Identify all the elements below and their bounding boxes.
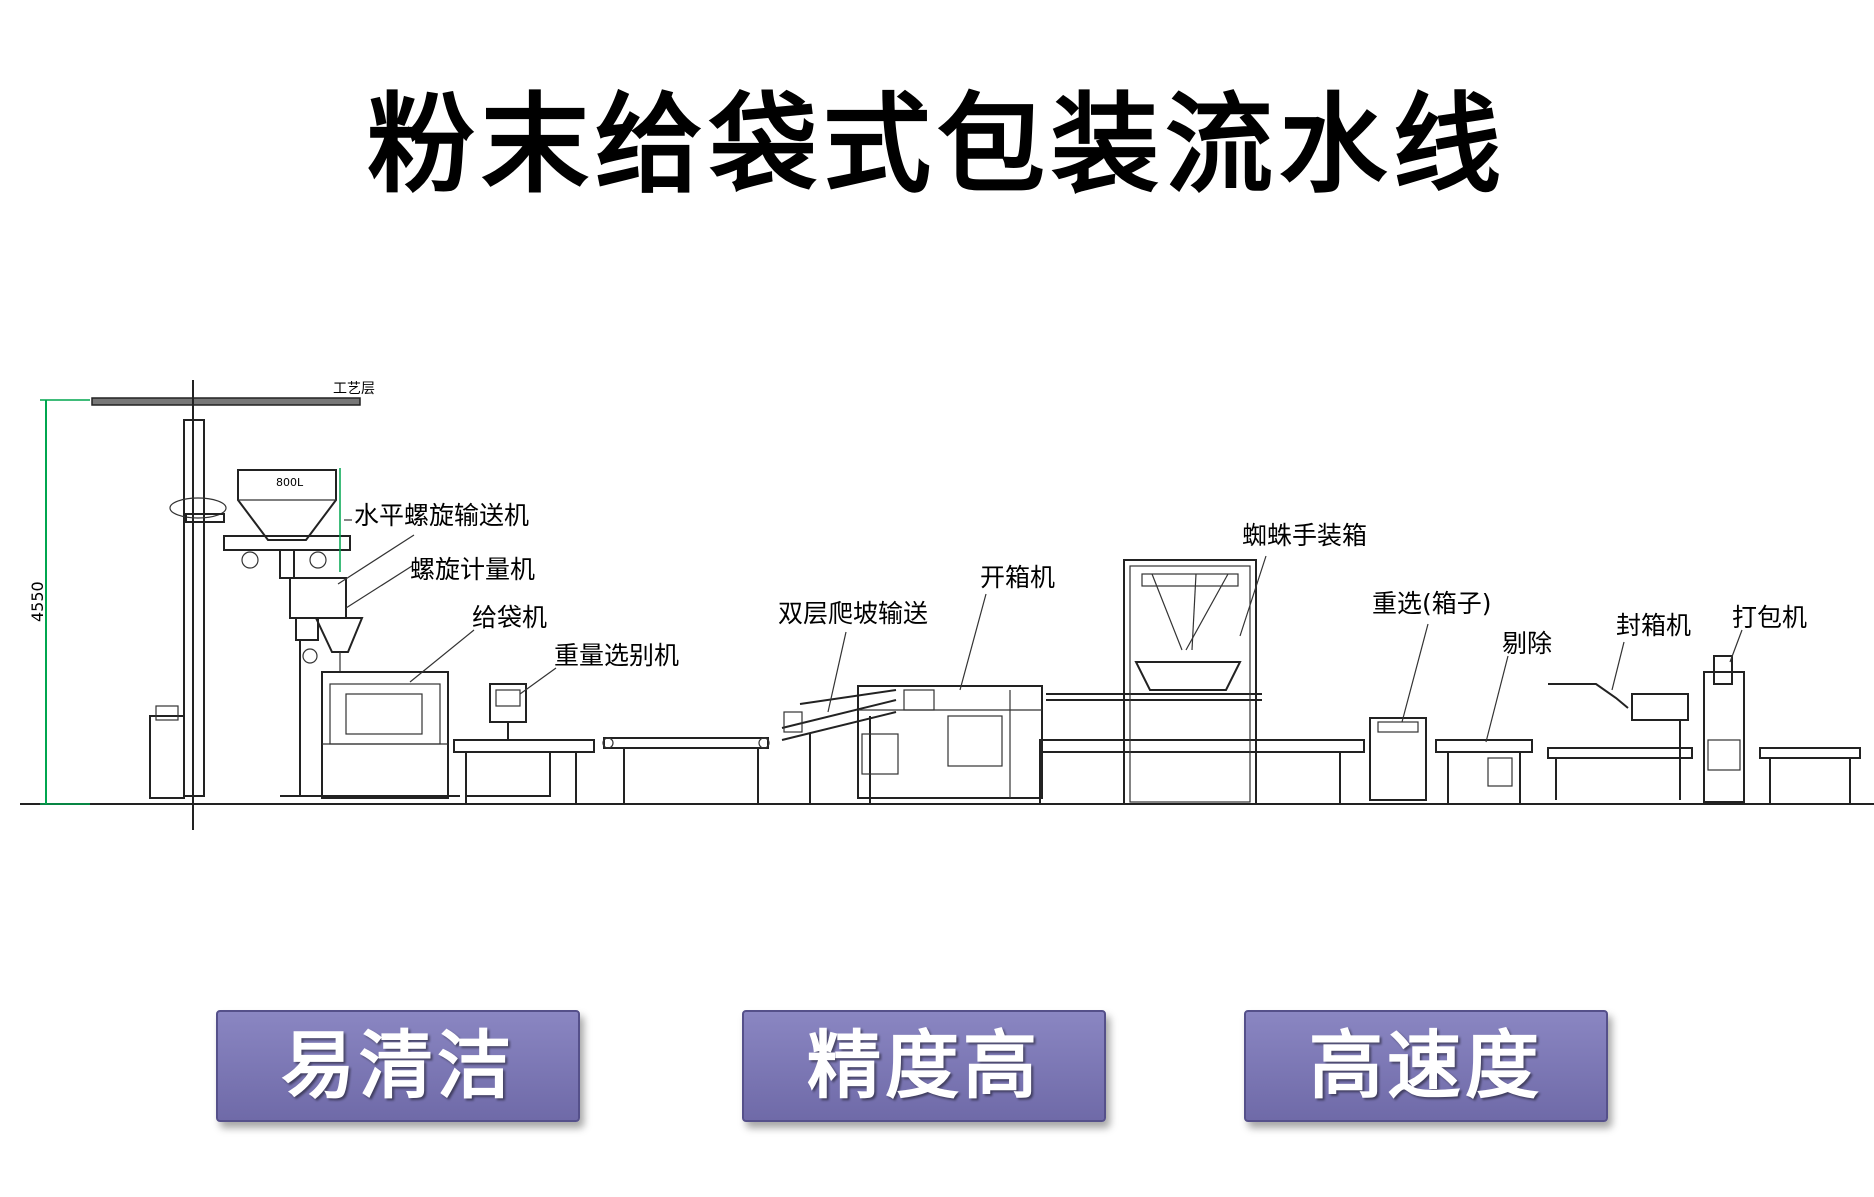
- dimension-value: 4550: [28, 581, 47, 622]
- strapping-machine: [1703, 655, 1861, 804]
- label-strapping: 打包机: [1732, 603, 1807, 632]
- page-title: 粉末给袋式包装流水线: [366, 82, 1507, 208]
- feature-high-precision: 精度高: [742, 1010, 1106, 1122]
- reject-conveyor: [1435, 739, 1533, 804]
- hopper: 800L: [185, 468, 351, 579]
- label-horizontal-screw-conveyor: 水平螺旋输送机: [354, 501, 529, 530]
- double-slope-conveyor: [781, 689, 897, 804]
- height-dimension: 4550: [28, 399, 90, 805]
- flat-conveyor: [602, 737, 770, 804]
- label-screw-metering: 螺旋计量机: [410, 555, 535, 584]
- label-double-slope-conveyor: 双层爬坡输送: [778, 599, 928, 628]
- label-checkweigher: 重量选别机: [554, 641, 679, 670]
- feature-high-speed: 高速度: [1244, 1010, 1608, 1122]
- label-case-erector: 开箱机: [980, 563, 1055, 592]
- case-erector-machine: [857, 685, 1043, 799]
- case-sealer-machine: [1547, 683, 1693, 800]
- label-case-sealer: 封箱机: [1616, 611, 1691, 640]
- label-reweigh-box: 重选(箱子): [1372, 589, 1492, 618]
- screw-metering-machine: [289, 577, 364, 672]
- label-reject: 剔除: [1502, 629, 1552, 658]
- svg-text:800L: 800L: [276, 476, 304, 489]
- label-spider-case-packer: 蜘蛛手装箱: [1242, 521, 1367, 550]
- box-checkweigher-machine: [1364, 717, 1430, 805]
- ceiling-note: 工艺层: [333, 381, 375, 397]
- label-bag-feeder: 给袋机: [472, 603, 547, 632]
- roller-conveyor-main: [1039, 693, 1365, 804]
- spider-case-packer-machine: [1123, 559, 1257, 805]
- bag-feeder-machine: [280, 640, 460, 799]
- feature-easy-clean: 易清洁: [216, 1010, 580, 1122]
- support-column: [149, 380, 227, 830]
- ceiling-platform: 工艺层: [91, 381, 375, 406]
- callout-leaders: [337, 519, 1743, 743]
- checkweigher-machine: [453, 683, 595, 804]
